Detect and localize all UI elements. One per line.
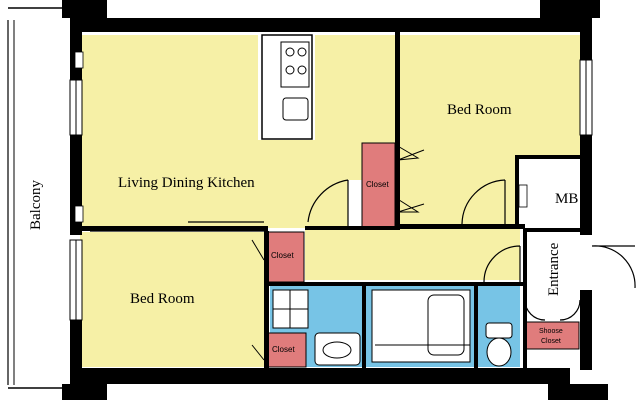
closet-center-label: Closet	[366, 180, 389, 189]
ldk-floor	[80, 35, 395, 228]
closet-center	[361, 142, 396, 229]
closet-bedroom-lower-label: Closet	[272, 345, 295, 354]
markers	[74, 51, 528, 223]
shoes-closet-label-line2: Closet	[541, 338, 561, 345]
balcony-area: Balcony	[7, 7, 70, 389]
sliding-doors	[90, 221, 265, 232]
mb-label: MB	[555, 191, 578, 207]
entrance-floor	[525, 232, 580, 294]
closet-doors	[251, 144, 425, 361]
ldk-label: Living Dining Kitchen	[118, 175, 255, 191]
bedroom-ne-label: Bed Room	[447, 102, 512, 118]
toilet	[485, 322, 513, 367]
hallway-floor	[305, 228, 520, 280]
bedroom-sw-label: Bed Room	[130, 291, 195, 307]
closet-bedroom-lower	[265, 332, 307, 368]
mb-box	[528, 170, 580, 225]
shoes-closet-label-line1: Shoose	[539, 328, 563, 335]
balcony-label: Balcony	[28, 180, 44, 230]
bathtub	[371, 289, 471, 363]
closet-bedroom-upper-label: Closet	[271, 251, 294, 260]
washroom-fixtures	[272, 289, 361, 366]
entrance-label: Entrance	[546, 242, 562, 296]
windows	[69, 59, 593, 321]
kitchen-counter	[261, 34, 313, 140]
walls	[62, 0, 608, 400]
bedroom-ne-floor	[400, 35, 585, 228]
bedroom-sw-floor	[80, 232, 265, 367]
doors	[307, 179, 636, 321]
